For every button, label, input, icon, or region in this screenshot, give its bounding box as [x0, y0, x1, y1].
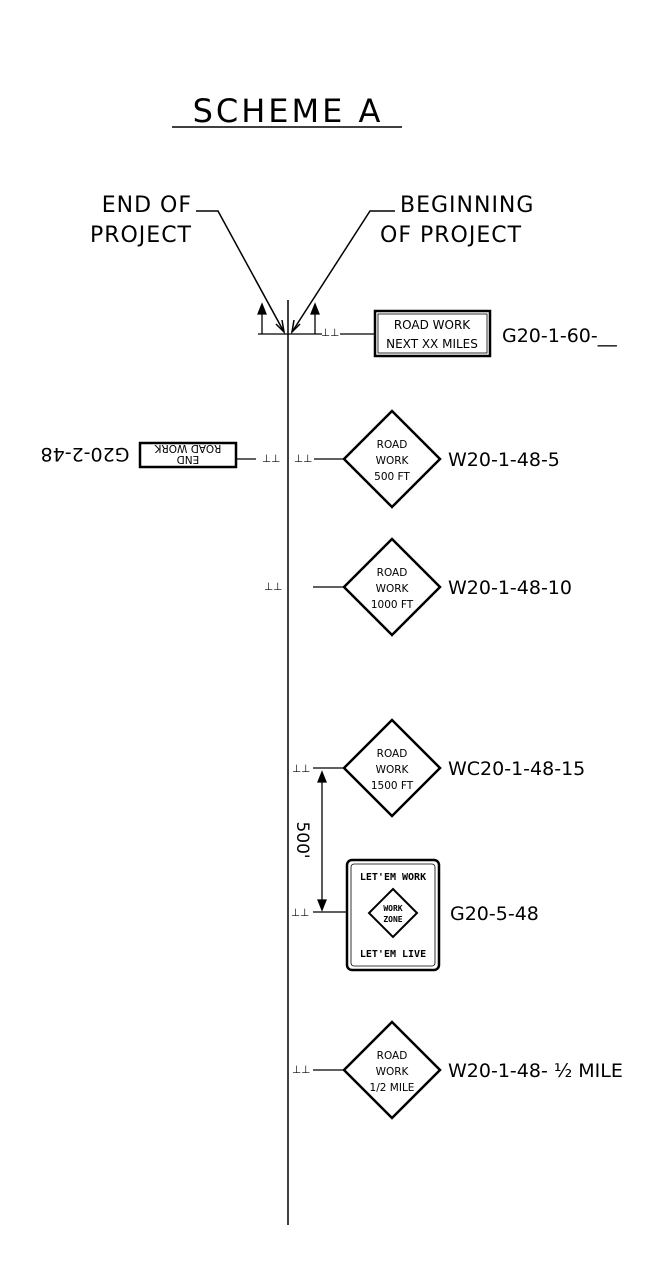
project-limit-arrows — [257, 302, 322, 335]
dimension-500ft — [317, 770, 327, 912]
sign-road-work-1000ft-code: W20-1-48-10 — [448, 577, 572, 599]
post-mark: ⊥⊥ — [292, 763, 310, 775]
post-mark: ⊥⊥ — [291, 907, 309, 919]
sign-road-work-half-mile: ⊥⊥ ROAD WORK 1/2 MILE W20-1-48- ½ MILE — [292, 1020, 623, 1120]
sign-letem-bottom: LET'EM LIVE — [360, 949, 426, 960]
diamond-line3: 500 FT — [374, 471, 410, 483]
diamond-line2: WORK — [376, 1066, 410, 1078]
sign-letem-work: ⊥⊥ LET'EM WORK WORK ZONE LET'EM LIVE G20… — [291, 858, 539, 972]
diamond-line3: 1500 FT — [371, 780, 414, 792]
diamond-line3: 1/2 MILE — [370, 1082, 415, 1094]
scheme-title: SCHEME A — [193, 92, 384, 130]
sign-road-work-1000ft: ⊥⊥ ROAD WORK 1000 FT W20-1-48-10 — [264, 537, 572, 637]
diamond-line2: WORK — [376, 583, 410, 595]
leader-lines — [196, 210, 395, 335]
sign-road-work-next-line1: ROAD WORK — [394, 318, 471, 332]
diamond-line2: WORK — [376, 764, 410, 776]
begin-label-line2: OF PROJECT — [380, 223, 522, 248]
post-mark: ⊥⊥ — [292, 1064, 310, 1076]
diamond-line1: ROAD — [377, 748, 408, 760]
begin-label-line1: BEGINNING — [400, 193, 534, 218]
sign-road-work-next-code: G20-1-60-__ — [502, 325, 617, 347]
sign-road-work-500ft-code: W20-1-48-5 — [448, 449, 560, 471]
sign-end-road-work: END ROAD WORK G20-2-48 ⊥⊥ — [41, 441, 280, 469]
post-mark: ⊥⊥ — [294, 453, 312, 465]
sign-end-road-work-line2: ROAD WORK — [153, 442, 221, 454]
sign-letem-diamond-line2: ZONE — [383, 915, 402, 924]
sign-road-work-1500ft-code: WC20-1-48-15 — [448, 758, 585, 780]
end-label-line1: END OF — [102, 193, 192, 218]
diamond-line1: ROAD — [377, 567, 408, 579]
sign-end-road-work-line1: END — [177, 453, 200, 465]
post-mark: ⊥⊥ — [264, 581, 282, 593]
post-mark: ⊥⊥ — [321, 327, 339, 339]
end-label-line2: PROJECT — [90, 223, 192, 248]
sign-letem-diamond-line1: WORK — [383, 904, 402, 913]
sign-road-work-half-mile-code: W20-1-48- ½ MILE — [448, 1060, 623, 1082]
post-mark: ⊥⊥ — [262, 453, 280, 465]
sign-road-work-next: ⊥⊥ ROAD WORK NEXT XX MILES G20-1-60-__ — [321, 309, 617, 358]
sign-road-work-next-line2: NEXT XX MILES — [386, 337, 478, 351]
sign-end-road-work-code: G20-2-48 — [41, 443, 130, 465]
sign-letem-code: G20-5-48 — [450, 903, 539, 925]
diamond-line1: ROAD — [377, 1050, 408, 1062]
diamond-line1: ROAD — [377, 439, 408, 451]
sign-road-work-500ft: ⊥⊥ ROAD WORK 500 FT W20-1-48-5 — [294, 409, 560, 509]
diamond-line2: WORK — [376, 455, 410, 467]
sign-letem-top: LET'EM WORK — [360, 872, 426, 883]
diamond-line3: 1000 FT — [371, 599, 414, 611]
sign-road-work-1500ft: ⊥⊥ ROAD WORK 1500 FT WC20-1-48-15 — [292, 718, 585, 818]
dimension-500ft-label: 500' — [292, 821, 312, 858]
